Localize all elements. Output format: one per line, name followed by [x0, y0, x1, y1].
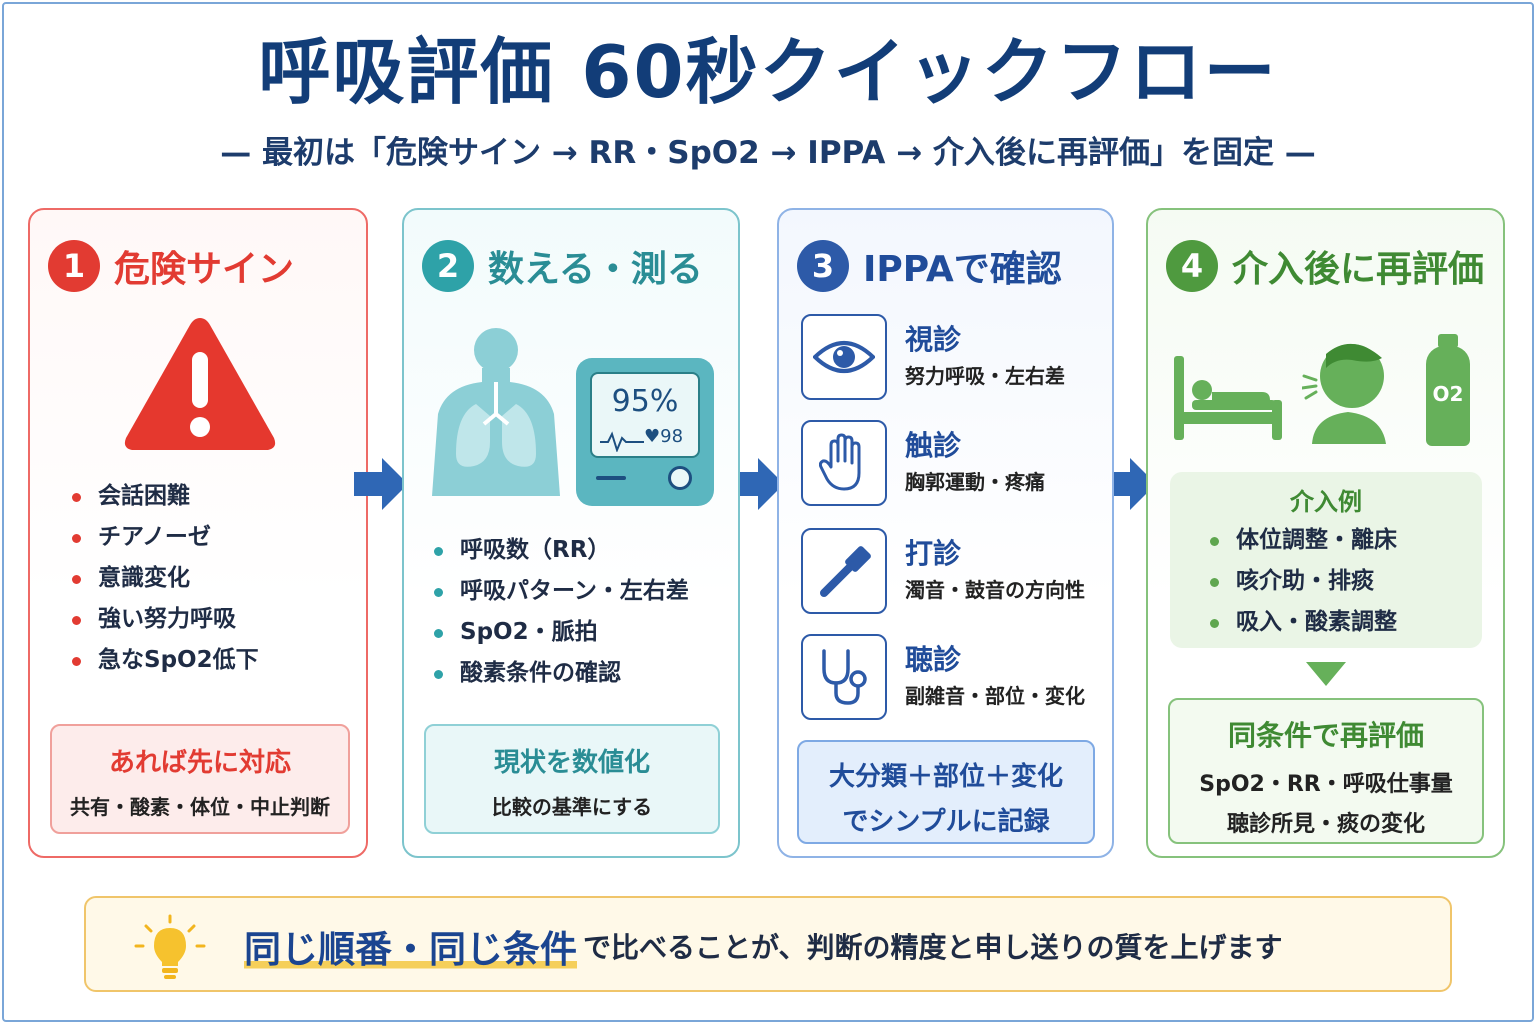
list-item: SpO2・脈拍 [432, 612, 689, 653]
reassess-box-title: 同条件で再評価 [1227, 719, 1424, 752]
step-header: 1 危険サイン [48, 238, 294, 294]
spo2-reading: 95% [611, 384, 679, 419]
flow-arrow-icon [730, 458, 784, 510]
ippa-subtitle: 副雑音・部位・変化 [905, 684, 1085, 708]
quantify-box-subtitle: 比較の基準にする [491, 795, 653, 819]
step-title: IPPAで確認 [863, 249, 1062, 290]
ippa-subtitle: 濁音・鼓音の方向性 [905, 578, 1085, 602]
cough-icon [1302, 343, 1386, 444]
eye-icon [801, 314, 887, 400]
ippa-auscultation: 聴診 副雑音・部位・変化 [801, 634, 1101, 724]
pulse-reading-row: ♥98 [644, 426, 683, 447]
step-header: 4 介入後に再評価 [1166, 238, 1484, 294]
record-line-2: でシンプルに記録 [842, 807, 1050, 837]
tip-message: で比べることが、判断の精度と申し送りの質を上げます [583, 931, 1283, 964]
action-box-title: あれば先に対応 [108, 748, 291, 778]
warning-triangle-icon [124, 318, 276, 450]
tip-emphasis: 同じ順番・同じ条件 [244, 919, 577, 973]
quantify-box: 現状を数値化 比較の基準にする [424, 724, 720, 834]
hand-icon [801, 420, 887, 506]
lungs-icon [432, 328, 560, 496]
step-title: 危険サイン [114, 249, 295, 290]
step-number-badge: 2 [422, 240, 474, 292]
step-card-reassess: 4 介入後に再評価 O2 介入例 体位調整・離床 咳介助・排痰 吸入・酸素調整 … [1146, 208, 1505, 858]
list-item: 急なSpO2低下 [70, 640, 259, 681]
pulse-oximeter-monitor: 95% ♥98 [576, 358, 714, 506]
list-item: チアノーゼ [70, 517, 259, 558]
step-card-measure: 2 数える・測る 95% ♥98 呼吸数（RR） 呼吸パターン・左右差 SpO2… [402, 208, 740, 858]
list-item: 酸素条件の確認 [432, 653, 689, 694]
reassess-box: 同条件で再評価 SpO2・RR・呼吸仕事量 聴診所見・痰の変化 [1168, 698, 1484, 844]
monitor-button [668, 466, 692, 490]
step-number-badge: 1 [48, 240, 100, 292]
lightbulb-icon [134, 914, 206, 979]
record-line-1: 大分類＋部位＋変化 [828, 762, 1063, 792]
pulse-reading: 98 [660, 426, 684, 447]
step-header: 2 数える・測る [422, 238, 703, 294]
danger-sign-list: 会話困難 チアノーゼ 意識変化 強い努力呼吸 急なSpO2低下 [70, 476, 259, 681]
list-item: 吸入・酸素調整 [1208, 602, 1397, 643]
heart-icon: ♥ [644, 426, 661, 447]
pulse-wave-icon [600, 431, 644, 452]
step-card-danger: 1 危険サイン 会話困難 チアノーゼ 意識変化 強い努力呼吸 急なSpO2低下 … [28, 208, 368, 858]
quantify-box-title: 現状を数値化 [493, 748, 650, 778]
step-number-badge: 3 [797, 240, 849, 292]
ippa-title: 聴診 [905, 643, 962, 676]
oxygen-tank-icon: O2 [1426, 334, 1470, 446]
flow-arrow-icon [354, 458, 408, 510]
page-title: 呼吸評価 60秒クイックフロー [258, 30, 1278, 114]
ippa-subtitle: 胸郭運動・疼痛 [905, 470, 1045, 494]
list-item: 呼吸パターン・左右差 [432, 571, 689, 612]
step-title: 介入後に再評価 [1232, 249, 1485, 290]
reassess-line-2: 聴診所見・痰の変化 [1226, 812, 1425, 837]
ippa-inspection: 視診 努力呼吸・左右差 [801, 314, 1101, 404]
ippa-subtitle: 努力呼吸・左右差 [905, 364, 1065, 388]
oxygen-label: O2 [1432, 382, 1464, 406]
step-title: 数える・測る [488, 249, 703, 290]
ippa-title: 打診 [905, 537, 962, 570]
ippa-palpation: 触診 胸郭運動・疼痛 [801, 420, 1101, 510]
examples-title: 介入例 [1290, 488, 1362, 516]
list-item: 呼吸数（RR） [432, 530, 689, 571]
step-number-badge: 4 [1166, 240, 1218, 292]
list-item: 体位調整・離床 [1208, 520, 1397, 561]
stethoscope-icon [801, 634, 887, 720]
list-item: 会話困難 [70, 476, 259, 517]
list-item: 意識変化 [70, 558, 259, 599]
hammer-icon [801, 528, 887, 614]
ippa-title: 視診 [905, 323, 962, 356]
examples-list: 体位調整・離床 咳介助・排痰 吸入・酸素調整 [1208, 520, 1397, 643]
monitor-indicator [596, 476, 626, 480]
step-header: 3 IPPAで確認 [797, 238, 1062, 294]
ippa-percussion: 打診 濁音・鼓音の方向性 [801, 528, 1101, 618]
action-box-subtitle: 共有・酸素・体位・中止判断 [70, 795, 330, 819]
monitor-screen: 95% ♥98 [590, 372, 700, 458]
reassess-line-1: SpO2・RR・呼吸仕事量 [1199, 772, 1453, 797]
measure-list: 呼吸数（RR） 呼吸パターン・左右差 SpO2・脈拍 酸素条件の確認 [432, 530, 689, 694]
tip-banner: 同じ順番・同じ条件 で比べることが、判断の精度と申し送りの質を上げます [84, 896, 1452, 992]
intervention-examples: 介入例 体位調整・離床 咳介助・排痰 吸入・酸素調整 [1170, 472, 1482, 648]
flow-arrow-icon [1102, 458, 1156, 510]
record-box: 大分類＋部位＋変化 でシンプルに記録 [797, 740, 1095, 844]
tip-text: 同じ順番・同じ条件 で比べることが、判断の精度と申し送りの質を上げます [244, 898, 1282, 994]
page-subtitle: — 最初は「危険サイン → RR・SpO2 → IPPA → 介入後に再評価」を… [220, 135, 1316, 171]
step-card-ippa: 3 IPPAで確認 視診 努力呼吸・左右差 触診 胸郭運動・疼痛 打診 濁音・鼓… [777, 208, 1114, 858]
list-item: 咳介助・排痰 [1208, 561, 1397, 602]
action-box: あれば先に対応 共有・酸素・体位・中止判断 [50, 724, 350, 834]
bed-icon [1174, 356, 1282, 440]
down-arrow-icon [1306, 662, 1346, 686]
list-item: 強い努力呼吸 [70, 599, 259, 640]
ippa-title: 触診 [905, 429, 962, 462]
